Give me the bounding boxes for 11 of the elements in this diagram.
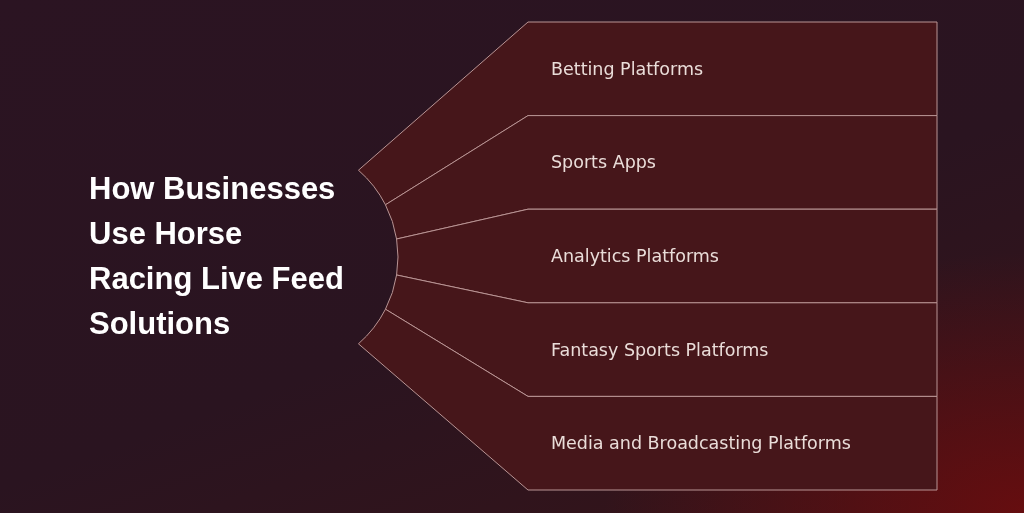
segment-label: Fantasy Sports Platforms — [551, 338, 769, 361]
segment-label: Sports Apps — [551, 151, 656, 174]
fan-segment — [396, 209, 937, 303]
segment-label: Betting Platforms — [551, 57, 704, 80]
segment-label: Media and Broadcasting Platforms — [551, 432, 851, 455]
fan-segment — [358, 22, 937, 205]
segment-label: Analytics Platforms — [551, 245, 719, 267]
fan-segment — [358, 309, 937, 490]
fan-segment — [385, 274, 937, 397]
diagram-title: How Businesses Use Horse Racing Live Feed Solutions — [89, 170, 345, 343]
fan-segment — [385, 115, 937, 240]
